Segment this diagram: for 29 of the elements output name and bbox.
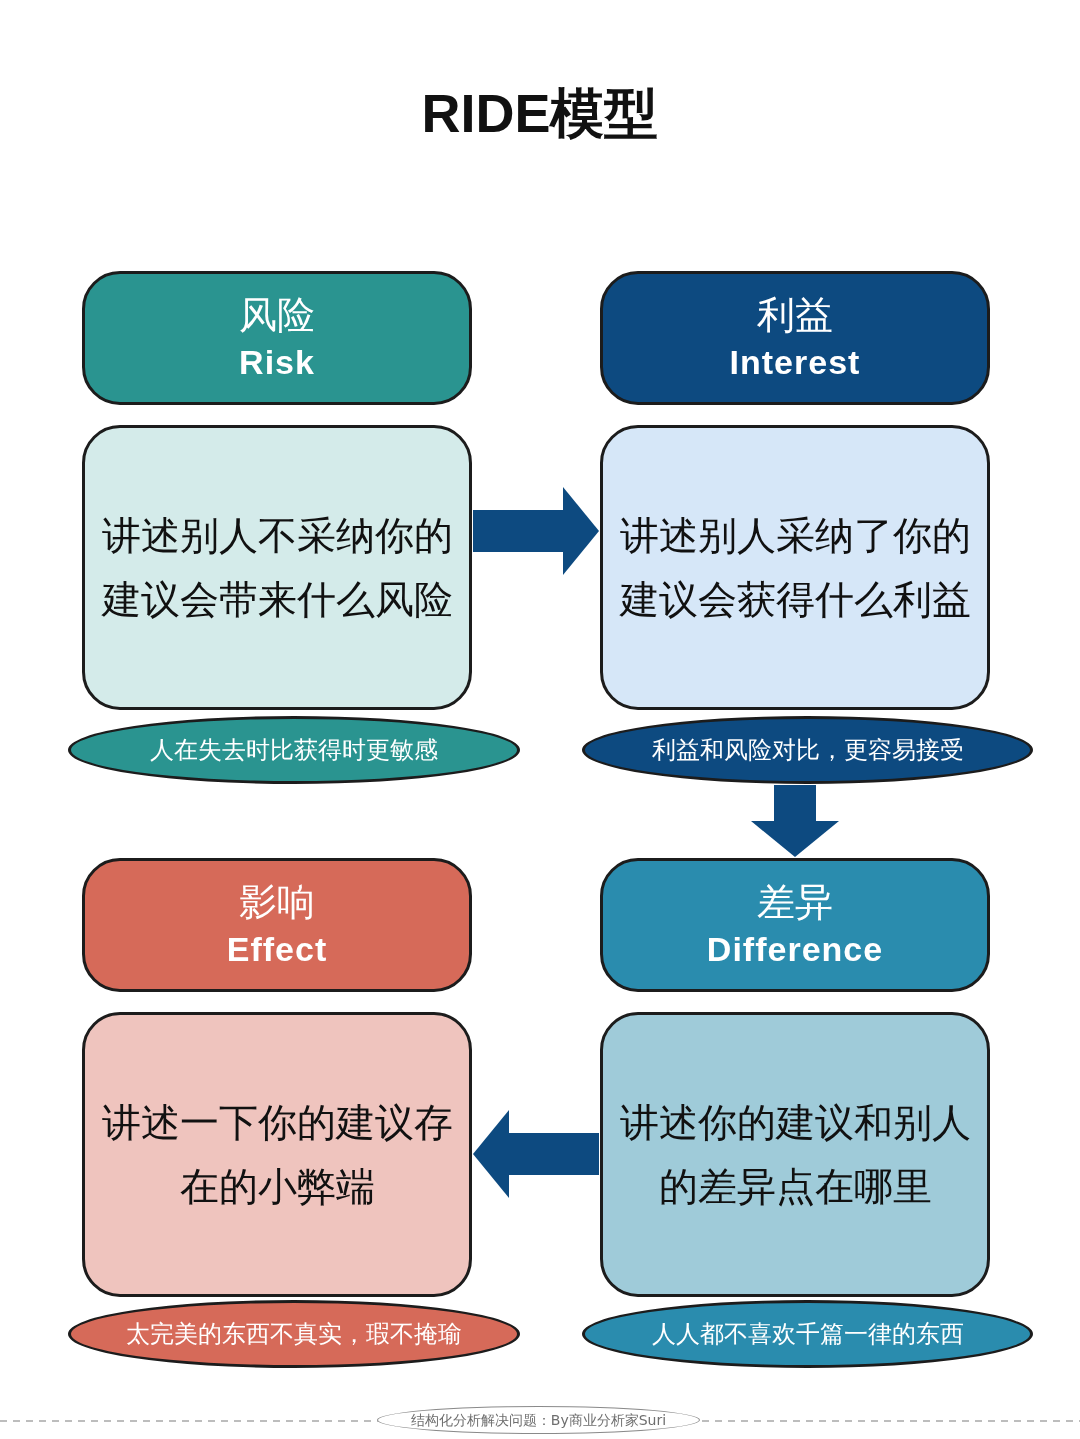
subheading-text: Difference bbox=[706, 929, 884, 970]
header-box bbox=[82, 858, 472, 992]
content-box bbox=[82, 425, 472, 710]
body-text: 讲述你的建议和别人的差异点在哪里 bbox=[618, 1098, 972, 1211]
subheading-text: Risk bbox=[239, 342, 315, 383]
block-arrow bbox=[751, 785, 839, 857]
subheading-text: Interest bbox=[729, 342, 861, 383]
note-text: 人在失去时比获得时更敏感 bbox=[150, 735, 438, 765]
content-box bbox=[600, 1012, 990, 1297]
body-text: 讲述别人采纳了你的建议会获得什么利益 bbox=[618, 511, 972, 624]
heading-text: 差异 bbox=[757, 879, 833, 926]
footer-text: 结构化分析解决问题：By商业分析家Suri bbox=[410, 1411, 667, 1429]
header-box bbox=[600, 271, 990, 405]
title: RIDE模型 bbox=[421, 83, 659, 143]
heading-text: 风险 bbox=[239, 292, 315, 339]
content-box bbox=[600, 425, 990, 710]
note-text: 太完美的东西不真实，瑕不掩瑜 bbox=[126, 1319, 462, 1349]
heading-text: 影响 bbox=[239, 879, 315, 926]
content-box bbox=[82, 1012, 472, 1297]
header-box bbox=[600, 858, 990, 992]
body-text: 讲述一下你的建议存在的小弊端 bbox=[100, 1098, 454, 1211]
block-arrow bbox=[473, 487, 599, 575]
header-box bbox=[82, 271, 472, 405]
heading-text: 利益 bbox=[757, 292, 833, 339]
body-text: 讲述别人不采纳你的建议会带来什么风险 bbox=[100, 511, 454, 624]
block-arrow bbox=[473, 1110, 599, 1198]
note-text: 利益和风险对比，更容易接受 bbox=[651, 735, 964, 765]
note-text: 人人都不喜欢千篇一律的东西 bbox=[651, 1319, 964, 1349]
subheading-text: Effect bbox=[226, 929, 328, 970]
